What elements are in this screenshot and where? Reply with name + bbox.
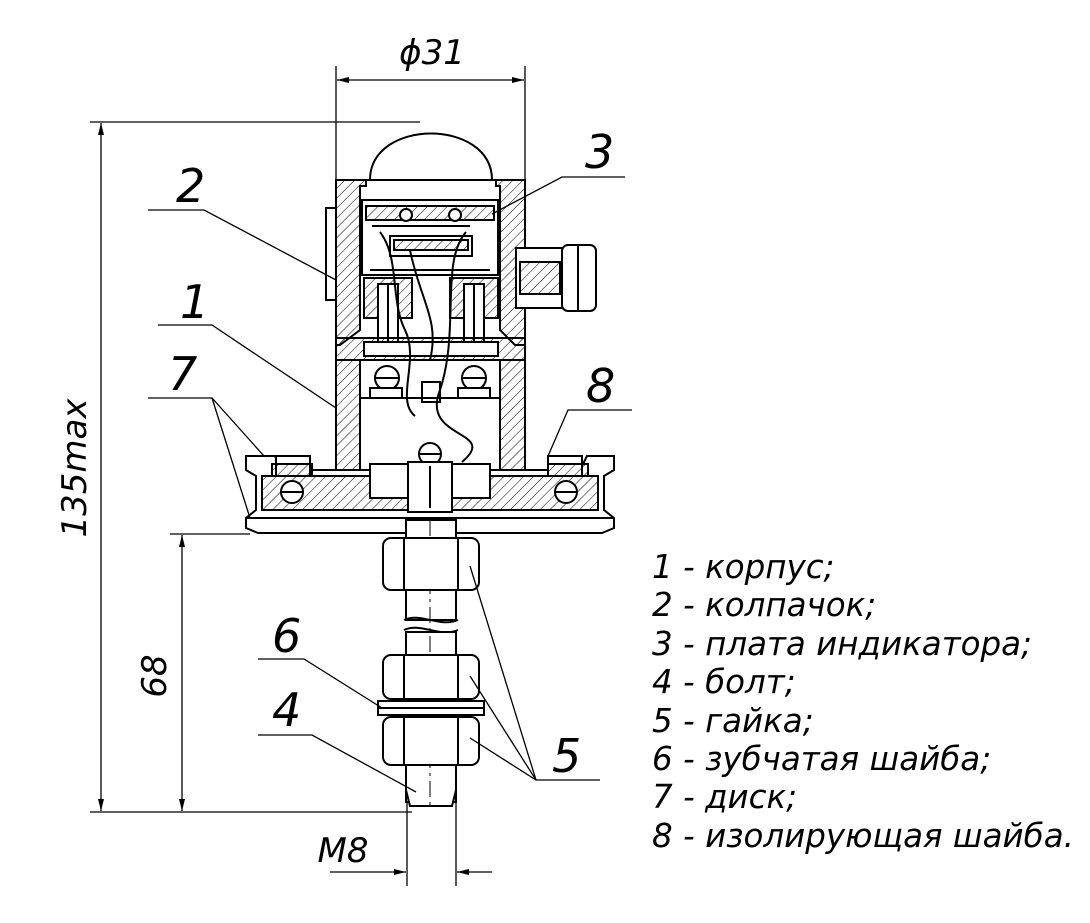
callout-1: 1 bbox=[180, 275, 209, 329]
callout-3: 3 bbox=[585, 125, 614, 179]
bolt-height-label: 68 bbox=[135, 654, 175, 697]
nut-top bbox=[382, 537, 480, 591]
nut-middle bbox=[382, 654, 480, 700]
legend-item: 2 - колпачок; bbox=[652, 586, 877, 625]
assembly bbox=[245, 132, 615, 807]
callout-2: 2 bbox=[176, 159, 205, 213]
callout-7: 7 bbox=[168, 347, 197, 401]
callout-5: 5 bbox=[552, 729, 581, 783]
legend-item: 5 - гайка; bbox=[652, 701, 814, 740]
leader-lines bbox=[148, 176, 632, 793]
legend-item: 6 - зубчатая шайба; bbox=[652, 739, 992, 778]
body-wall-left bbox=[335, 359, 361, 471]
callout-4: 4 bbox=[272, 683, 301, 737]
height-max-label: 135max bbox=[55, 398, 95, 538]
thread-label: M8 bbox=[318, 831, 369, 871]
cap-dome bbox=[368, 132, 494, 181]
parts-legend: 1 - корпус; 2 - колпачок; 3 - плата инди… bbox=[652, 548, 1082, 855]
legend-item: 4 - болт; bbox=[652, 663, 796, 702]
legend-item: 3 - плата индикатора; bbox=[652, 624, 1033, 663]
diameter-label: ϕ31 bbox=[399, 33, 465, 73]
legend-item: 7 - диск; bbox=[652, 778, 798, 817]
legend-item: 1 - корпус; bbox=[652, 548, 835, 586]
dimension-lines bbox=[90, 66, 526, 886]
body-wall-right bbox=[499, 359, 526, 471]
nut-bottom bbox=[382, 716, 480, 766]
callout-8: 8 bbox=[586, 359, 615, 413]
callout-6: 6 bbox=[272, 609, 301, 663]
legend-item: 8 - изолирующая шайба. bbox=[652, 816, 1074, 855]
